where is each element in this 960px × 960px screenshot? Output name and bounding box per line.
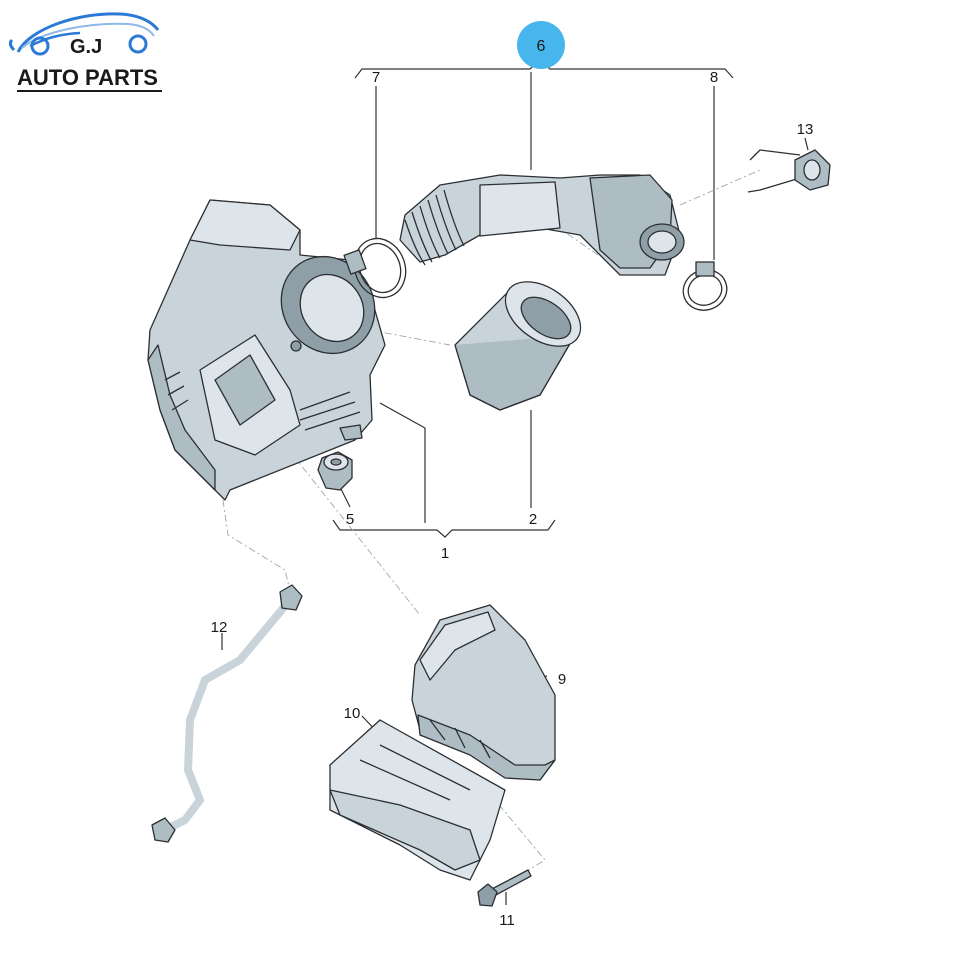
valve-part [747, 149, 831, 193]
nut-part [317, 451, 353, 491]
logo-text: G.J [70, 36, 102, 58]
callout-8: 8 [710, 69, 718, 86]
bolt-part [477, 869, 532, 907]
callout-11: 11 [499, 912, 515, 929]
hose-clamp-8 [682, 261, 728, 311]
callout-10: 10 [344, 705, 361, 722]
callout-2: 2 [529, 511, 537, 528]
air-filter-housing [147, 199, 386, 501]
callout-7: 7 [372, 69, 380, 86]
callout-6-highlight [517, 21, 565, 69]
brand-logo: G.J AUTO PARTS [8, 12, 162, 92]
callout-6-marker: 6 [517, 21, 565, 69]
callout-9: 9 [558, 671, 566, 688]
leader-lines [221, 59, 809, 905]
callout-13: 13 [797, 121, 814, 138]
car-swoosh-icon [8, 12, 160, 56]
callout-6: 6 [537, 38, 546, 55]
breather-pipe [151, 584, 303, 843]
callout-12: 12 [211, 619, 228, 636]
intake-hose [399, 174, 685, 276]
callout-1: 1 [441, 545, 449, 562]
callout-5: 5 [346, 511, 354, 528]
hose-clamp-7 [343, 237, 407, 299]
air-duct [411, 604, 556, 781]
logo-subtitle: AUTO PARTS [17, 65, 158, 90]
filter-element [454, 281, 582, 411]
heat-shield [329, 719, 506, 881]
